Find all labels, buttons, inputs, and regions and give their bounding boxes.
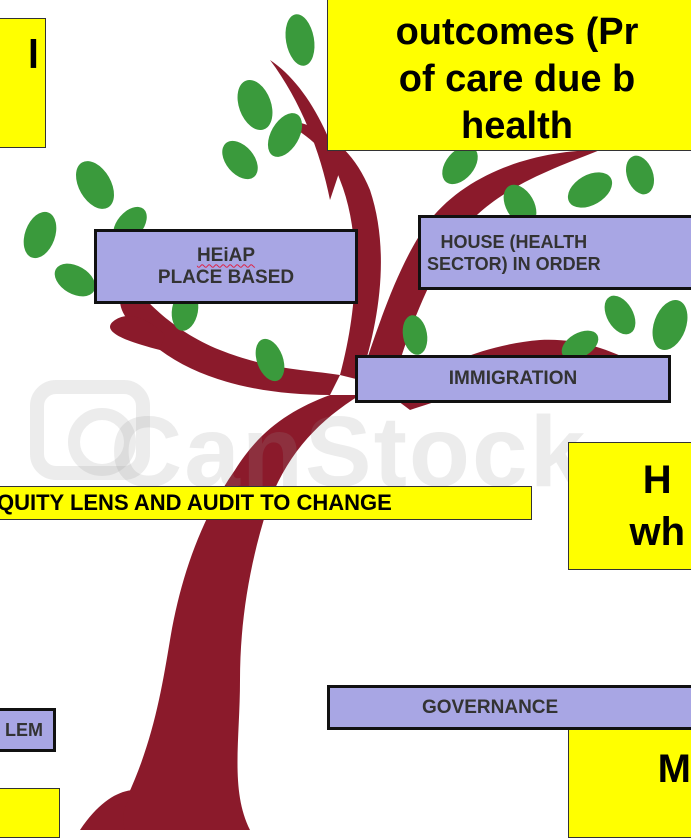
branch-upper — [270, 60, 340, 200]
tree-root-left — [80, 790, 135, 830]
tree-trunk — [110, 395, 360, 830]
label-governance: GOVERNANCE — [327, 685, 691, 730]
label-equity-lens: QUITY LENS AND AUDIT TO CHANGE — [0, 486, 532, 520]
leaves — [23, 14, 688, 382]
watermark-camera-icon — [30, 380, 150, 480]
label-problem: LEM — [0, 708, 56, 752]
branch-curl — [110, 315, 165, 350]
callout-top-left: l — [0, 18, 46, 148]
branch-center — [280, 120, 381, 380]
label-immigration: IMMIGRATION — [355, 355, 671, 403]
label-heiap-line1: HEiAP — [196, 244, 256, 266]
callout-top-right: outcomes (Pr of care due b health — [327, 0, 691, 151]
callout-bottom-right: M — [568, 728, 691, 838]
label-heiap-line2: PLACE BASED — [157, 266, 295, 288]
callout-bottom-left — [0, 788, 60, 838]
label-house: HOUSE (HEALTH SECTOR) IN ORDER — [418, 215, 691, 290]
label-heiap: HEiAP PLACE BASED — [94, 229, 358, 304]
callout-mid-right: H wh — [568, 442, 691, 570]
